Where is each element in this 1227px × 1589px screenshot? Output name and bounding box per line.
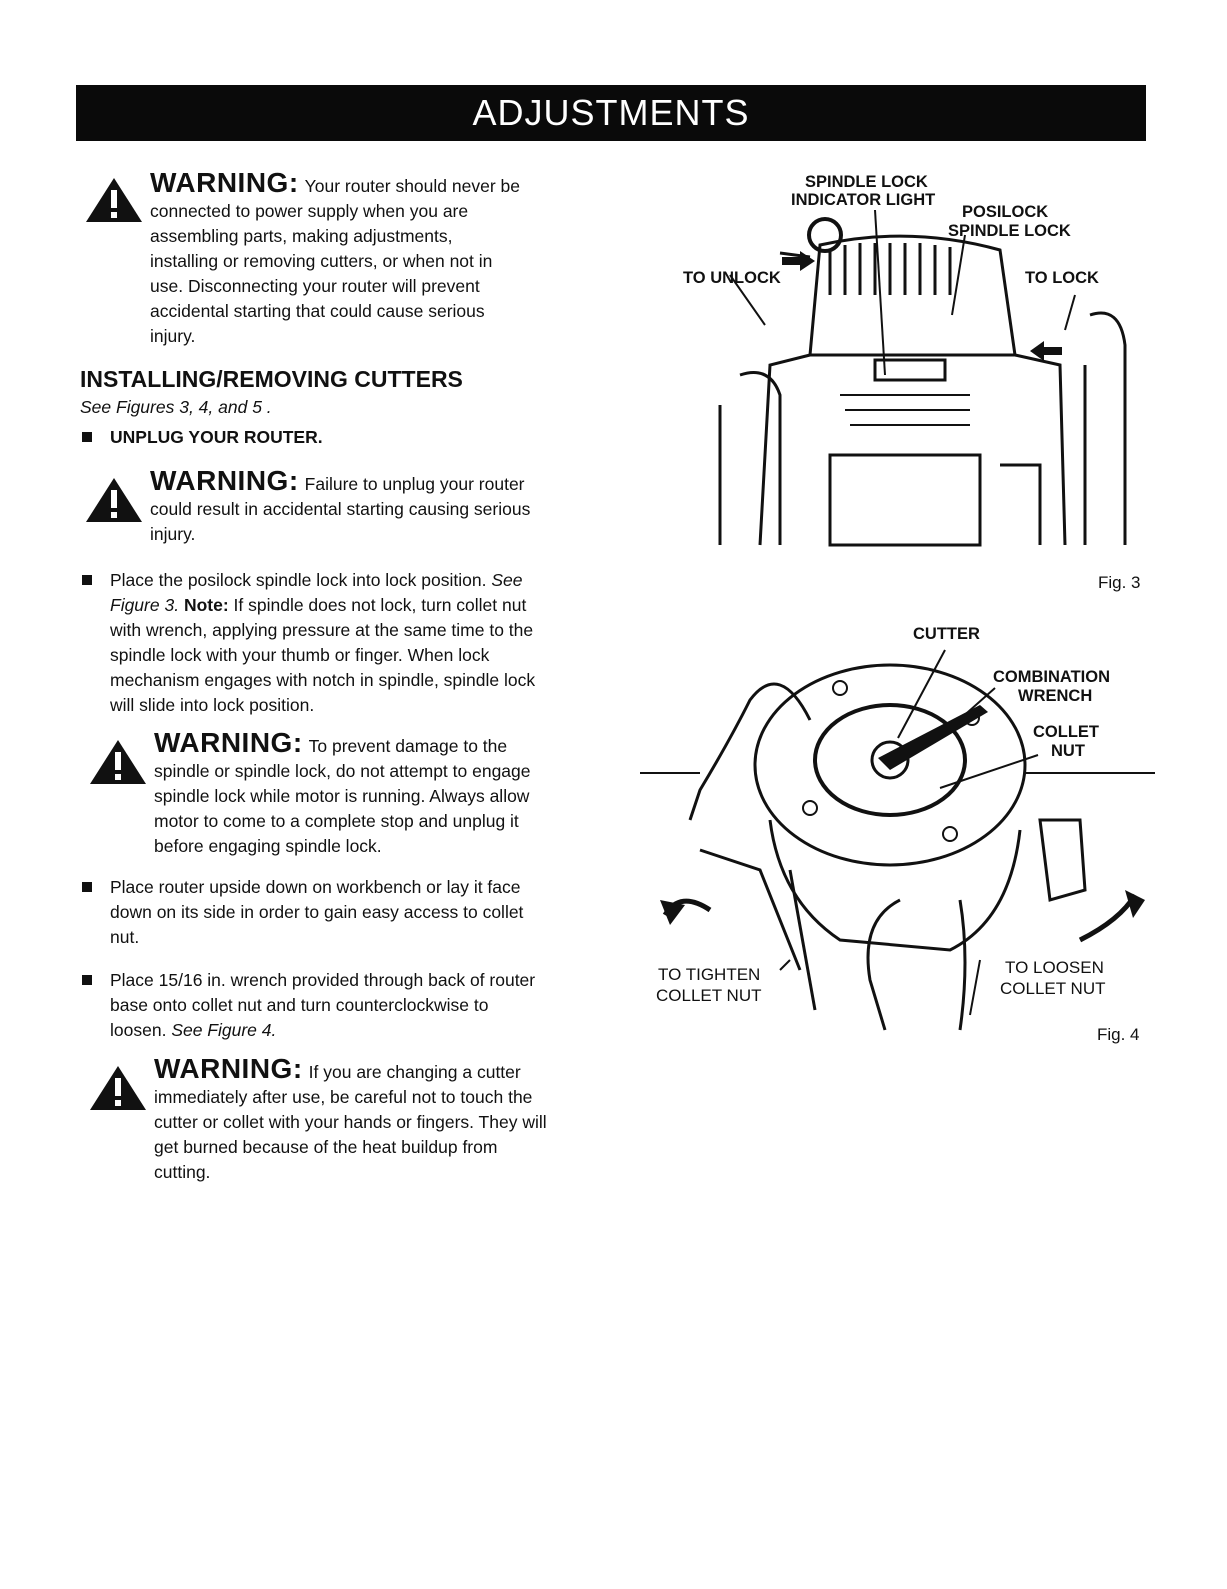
warning-text: injury. <box>150 326 196 346</box>
warning-label: WARNING: <box>154 727 303 758</box>
warning-label: WARNING: <box>154 1053 303 1084</box>
warning-block-power: WARNING:Your router should never be conn… <box>84 168 584 348</box>
bullet-text: will slide into lock position. <box>110 695 315 715</box>
warning-text: installing or removing cutters, or when … <box>150 251 493 271</box>
warning-triangle-icon <box>86 478 142 522</box>
figure-4: CUTTER COMBINATION WRENCH COLLET NUT TO … <box>640 620 1160 1050</box>
figure-caption: Fig. 4 <box>1097 1025 1140 1044</box>
bullet-text: Place the posilock spindle lock into loc… <box>110 570 487 590</box>
bullet-text: Place 15/16 in. wrench provided through … <box>110 970 536 990</box>
warning-text: Failure to unplug your router <box>304 474 525 494</box>
callout-nut: NUT <box>1051 742 1085 760</box>
callout-combination: COMBINATION <box>993 668 1111 686</box>
bullet-icon <box>82 975 92 985</box>
figure-3: SPINDLE LOCK INDICATOR LIGHT POSILOCK SP… <box>670 165 1150 595</box>
callout-cutter: CUTTER <box>913 625 980 643</box>
warning-block-unplug: WARNING:Failure to unplug your router co… <box>84 465 594 548</box>
bullet-text: mechanism engages with notch in spindle,… <box>110 670 536 690</box>
warning-text: immediately after use, be careful not to… <box>154 1087 533 1107</box>
callout-wrench: WRENCH <box>1018 687 1093 705</box>
warning-text: accidental starting that could cause ser… <box>150 301 485 321</box>
page-title: ADJUSTMENTS <box>472 92 750 133</box>
warning-text: cutter or collet with your hands or fing… <box>154 1112 547 1132</box>
warning-text: If you are changing a cutter <box>308 1062 521 1082</box>
callout-to-tighten: TO TIGHTEN <box>658 965 761 984</box>
warning-text: use. Disconnecting your router will prev… <box>150 276 480 296</box>
callout-spindle-lock: SPINDLE LOCK <box>805 173 928 191</box>
page-header: ADJUSTMENTS <box>76 85 1146 141</box>
bullet-text: If spindle does not lock, turn collet nu… <box>233 595 527 615</box>
warning-label: WARNING: <box>150 465 299 496</box>
warning-block-heat: WARNING:If you are changing a cutter imm… <box>88 1053 598 1196</box>
callout-to-loosen: TO LOOSEN <box>1005 958 1104 977</box>
warning-triangle-icon <box>90 1066 146 1110</box>
bullet-text: base onto collet nut and turn counterclo… <box>110 995 489 1015</box>
bullet-text: with wrench, applying pressure at the sa… <box>110 620 534 640</box>
unplug-text: UNPLUG YOUR ROUTER. <box>110 427 323 447</box>
bullet-text: Place router upside down on workbench or… <box>110 877 521 897</box>
callout-posilock-spindle-lock: SPINDLE LOCK <box>948 222 1071 240</box>
warning-text: spindle or spindle lock, do not attempt … <box>154 761 531 781</box>
warning-text: motor to come to a complete stop and unp… <box>154 811 519 831</box>
figure-caption: Fig. 3 <box>1098 573 1141 592</box>
warning-text: assembling parts, making adjustments, <box>150 226 453 246</box>
warning-text: connected to power supply when you are <box>150 201 469 221</box>
warning-label: WARNING: <box>150 167 299 198</box>
warning-block-spindle: WARNING:To prevent damage to the spindle… <box>88 727 598 860</box>
bullet-icon <box>82 432 92 442</box>
warning-text: Your router should never be <box>304 176 520 196</box>
warning-text: before engaging spindle lock. <box>154 836 382 856</box>
see-figure-ref: See <box>491 570 523 590</box>
bullet-text: spindle lock with your thumb or finger. … <box>110 645 490 665</box>
warning-triangle-icon <box>90 740 146 784</box>
see-figures-note: See Figures 3, 4, and 5 . <box>80 395 272 420</box>
callout-to-lock: TO LOCK <box>1025 269 1099 287</box>
bullet-icon <box>82 575 92 585</box>
warning-text: spindle lock while motor is running. Alw… <box>154 786 530 806</box>
warning-text: cutting. <box>154 1162 211 1182</box>
callout-loosen-collet-nut: COLLET NUT <box>1000 979 1106 998</box>
bullet-text: down on its side in order to gain easy a… <box>110 902 524 922</box>
warning-text: could result in accidental starting caus… <box>150 499 531 519</box>
see-figure-ref: See Figure 4. <box>171 1020 277 1040</box>
callout-collet: COLLET <box>1033 723 1099 741</box>
note-label: Note: <box>183 595 229 615</box>
see-figure-ref: Figure 3. <box>110 595 180 615</box>
warning-text: To prevent damage to the <box>308 736 508 756</box>
section-heading: INSTALLING/REMOVING CUTTERS <box>80 366 463 392</box>
bullet-text: nut. <box>110 927 140 947</box>
router-base-illustration <box>640 649 1155 1031</box>
router-top-illustration <box>718 209 1127 547</box>
callout-tighten-collet-nut: COLLET NUT <box>656 986 762 1005</box>
callout-to-unlock: TO UNLOCK <box>683 269 781 287</box>
see-figures-text: See Figures 3, 4, and 5 . <box>80 397 272 417</box>
bullet-text: loosen. <box>110 1020 167 1040</box>
bullet-icon <box>82 882 92 892</box>
callout-indicator-light: INDICATOR LIGHT <box>791 191 936 209</box>
warning-text: injury. <box>150 524 196 544</box>
warning-triangle-icon <box>86 178 142 222</box>
warning-text: get burned because of the heat buildup f… <box>154 1137 498 1157</box>
callout-posilock: POSILOCK <box>962 203 1049 221</box>
